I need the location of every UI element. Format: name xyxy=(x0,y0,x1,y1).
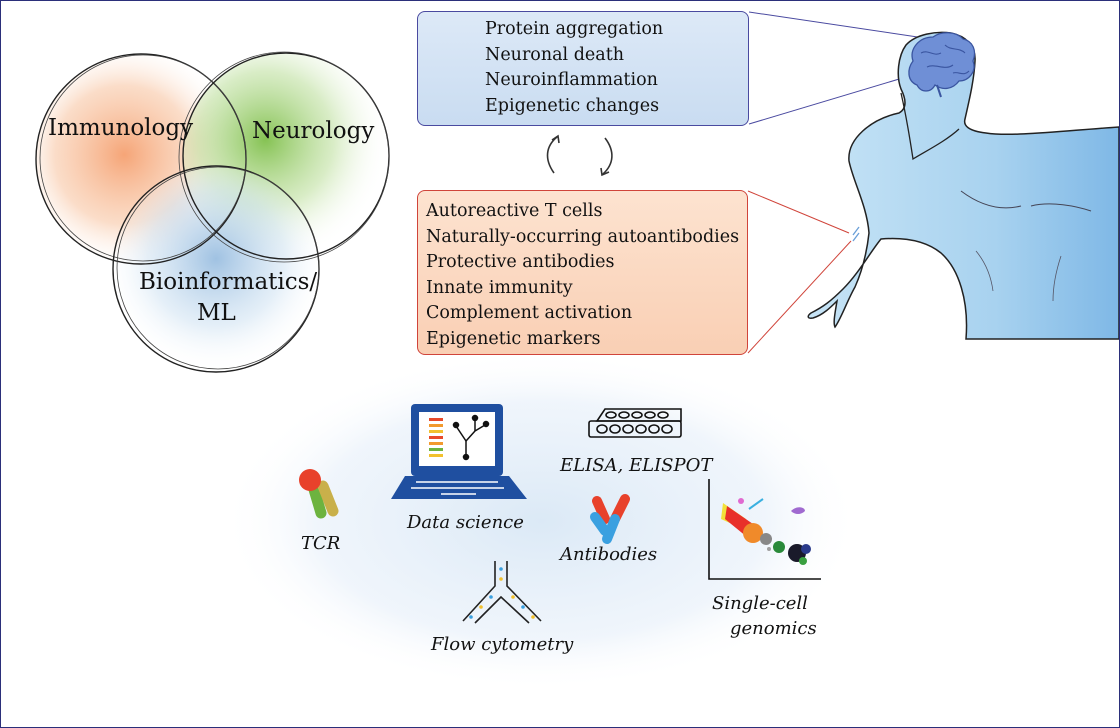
connector-lines xyxy=(747,11,932,354)
immune-item: Protective antibodies xyxy=(426,252,615,272)
pathology-item: Neuroinflammation xyxy=(485,70,658,90)
data-science-label: Data science xyxy=(407,512,524,533)
laptop-icon xyxy=(391,404,527,499)
cycle-arrows xyxy=(546,134,613,177)
immune-item: Naturally-occurring autoantibodies xyxy=(426,226,740,247)
elisa-label: ELISA, ELISPOT xyxy=(560,455,713,476)
brain-icon xyxy=(908,32,976,98)
single-cell-plot-icon xyxy=(708,479,821,580)
venn-label-neurology: Neurology xyxy=(252,118,375,144)
pathology-box: Protein aggregation Neuronal death Neuro… xyxy=(417,11,749,126)
venn-circle-bioinformatics xyxy=(113,166,319,372)
techniques-halo xyxy=(221,351,861,691)
single-cell-label: Single-cell xyxy=(712,593,808,614)
tcr-icon xyxy=(299,469,339,519)
flow-cytometry-icon xyxy=(462,561,542,624)
venn-label-ml: ML xyxy=(197,300,236,326)
venn-diagram xyxy=(35,51,390,373)
immune-item: Autoreactive T cells xyxy=(426,201,603,221)
tcr-label: TCR xyxy=(301,533,341,554)
pathology-item: Neuronal death xyxy=(485,44,625,65)
pathology-item: Epigenetic changes xyxy=(485,95,660,116)
venn-label-immunology: Immunology xyxy=(48,115,194,141)
genomics-label: genomics xyxy=(730,618,817,639)
elisa-plate-icon xyxy=(588,408,682,438)
immune-box: Autoreactive T cells Naturally-occurring… xyxy=(417,190,748,355)
immune-item: Innate immunity xyxy=(426,277,573,298)
immune-item: Complement activation xyxy=(426,303,633,323)
venn-label-bioinformatics: Bioinformatics/ xyxy=(139,269,318,295)
flow-cytometry-label: Flow cytometry xyxy=(431,634,574,655)
human-figure xyxy=(807,31,1119,340)
pathology-item: Protein aggregation xyxy=(485,19,664,39)
immune-item: Epigenetic markers xyxy=(426,328,601,349)
antibodies-label: Antibodies xyxy=(560,544,658,565)
antibody-icon xyxy=(590,494,630,544)
